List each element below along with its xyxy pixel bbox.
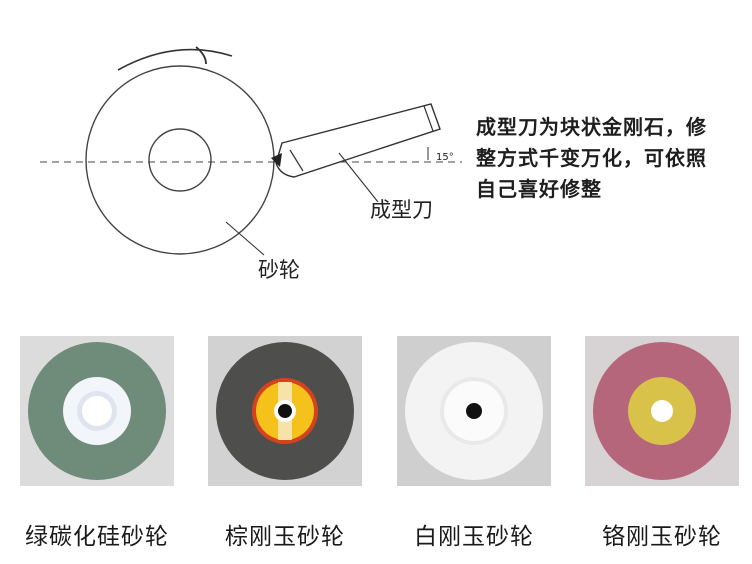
description-line-2: 整方式千变万化，可依照	[476, 146, 707, 170]
wheel-label: 砂轮	[258, 258, 300, 282]
diamond-tip	[271, 153, 282, 167]
description-line-3: 自己喜好修整	[476, 177, 602, 201]
wheel-outer-circle	[85, 65, 275, 255]
wheel-bore-circle	[148, 128, 212, 192]
description-text: 成型刀为块状金刚石，修 整方式千变万化，可依照 自己喜好修整	[476, 112, 746, 205]
rotation-arrowhead	[195, 46, 207, 65]
description-line-1: 成型刀为块状金刚石，修	[476, 115, 707, 139]
wheel-caption-1: 绿碳化硅砂轮	[25, 524, 169, 550]
wheel-photo-chrome-alumina	[585, 336, 739, 486]
dressing-diagram: 15° 成型刀 砂轮	[40, 46, 462, 282]
tool-end-line	[423, 105, 434, 132]
wheel-leader-line	[225, 221, 265, 256]
wheel-photo-green-silicon-carbide	[20, 336, 174, 486]
tool-label: 成型刀	[370, 198, 433, 222]
forming-tool	[275, 103, 441, 178]
wheel-photo-white-alumina	[397, 336, 551, 486]
wheel-photo-brown-alumina	[208, 336, 362, 486]
wheel-caption-3: 白刚玉砂轮	[414, 524, 534, 550]
rotation-arrow	[117, 48, 233, 71]
tool-leader-line	[338, 152, 379, 203]
wheel-caption-4: 铬刚玉砂轮	[602, 524, 722, 550]
angle-label: 15°	[436, 152, 454, 163]
tool-edge-line	[289, 149, 304, 172]
wheel-caption-2: 棕刚玉砂轮	[225, 524, 345, 550]
